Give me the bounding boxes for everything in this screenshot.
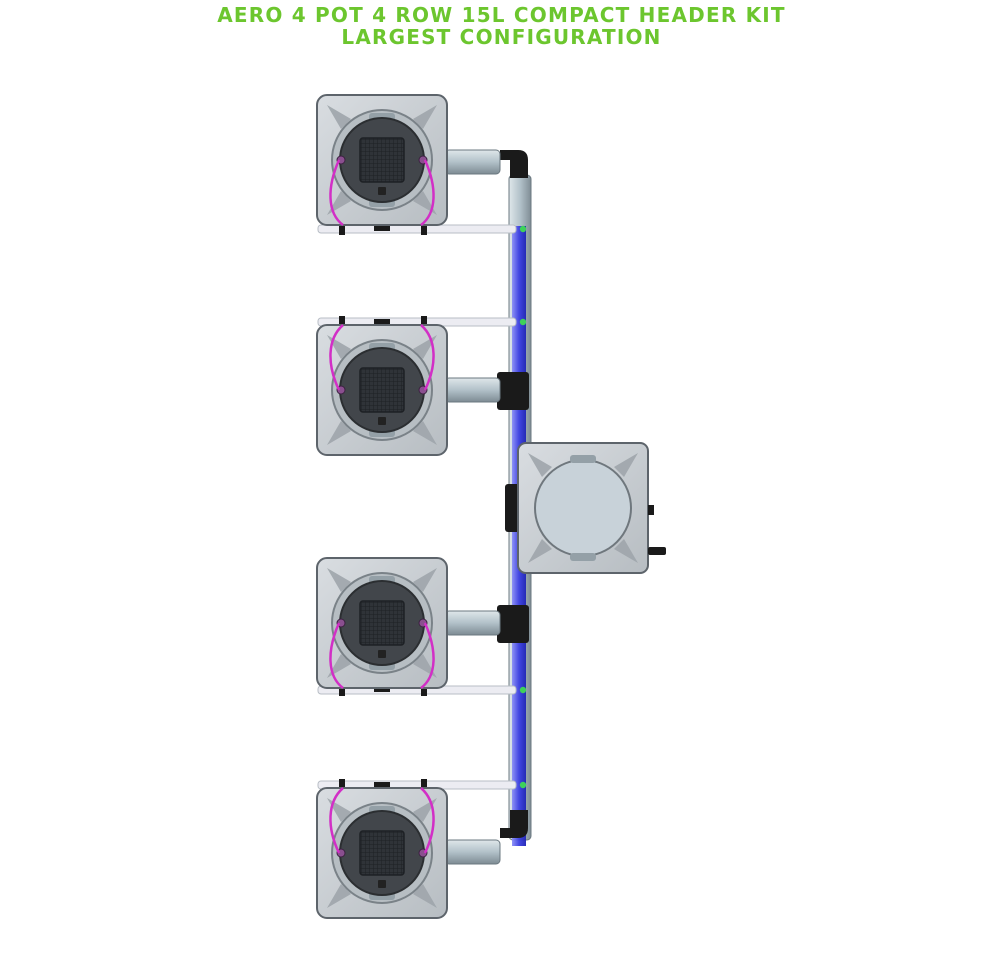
- title-line-2: LARGEST CONFIGURATION: [341, 25, 662, 49]
- title-line-1: AERO 4 POT 4 ROW 15L COMPACT HEADER KIT: [217, 3, 786, 27]
- pot-4: [316, 787, 448, 919]
- pot-1: [316, 94, 448, 226]
- pot-feed-pipes: [444, 149, 501, 865]
- pot-2: [316, 324, 448, 456]
- irrigation-lines: [317, 223, 527, 791]
- pot-3: [316, 557, 448, 689]
- header-tank: [517, 442, 666, 574]
- diagram-title: AERO 4 POT 4 ROW 15L COMPACT HEADER KIT …: [0, 4, 1003, 48]
